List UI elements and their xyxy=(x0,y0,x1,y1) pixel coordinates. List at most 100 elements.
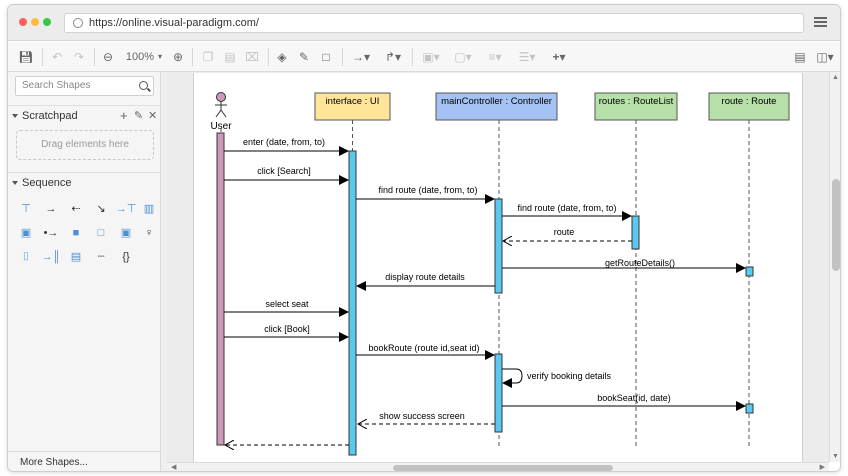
diagram-page: User interface : UI mainController : Con… xyxy=(193,73,803,462)
dotted-line-shape-icon[interactable]: ┈ xyxy=(97,251,105,263)
layout-panel-icon[interactable]: ◫▾ xyxy=(816,50,834,64)
close-window-dot[interactable] xyxy=(19,18,27,26)
create-message-shape-icon[interactable]: →║ xyxy=(41,251,61,263)
message-click-book[interactable]: click [Book] xyxy=(224,324,349,342)
copy-icon[interactable]: ❐ xyxy=(202,50,214,64)
lifeline-main-controller[interactable]: mainController : Controller xyxy=(435,92,558,121)
lifeline-shape-icon[interactable]: ⊤ xyxy=(21,203,31,215)
vertical-scrollbar[interactable]: ▲ ▼ xyxy=(829,72,840,462)
edit-icon[interactable]: ✎ xyxy=(134,110,144,122)
scroll-up-icon[interactable]: ▲ xyxy=(832,74,839,81)
minimize-window-dot[interactable] xyxy=(31,18,39,26)
class-shape-icon[interactable]: ▣ xyxy=(120,227,132,239)
actor-user[interactable]: User xyxy=(210,92,232,133)
return-message-shape-icon[interactable]: ⇠ xyxy=(71,203,81,215)
sidebar-splitter[interactable] xyxy=(161,72,167,471)
line-color-icon[interactable]: ✎ xyxy=(298,50,310,64)
zoom-dropdown-icon[interactable]: ▾ xyxy=(157,52,162,61)
found-message-shape-icon[interactable]: →⊤ xyxy=(115,203,137,215)
object-shape-icon[interactable]: ■ xyxy=(72,227,80,239)
activation-bar[interactable] xyxy=(494,198,503,294)
lifeline-routes[interactable]: routes : RouteList xyxy=(594,92,678,121)
search-icon[interactable] xyxy=(139,81,148,90)
activation-bar[interactable] xyxy=(494,353,503,433)
lifeline-interface-ui[interactable]: interface : UI xyxy=(314,92,391,121)
object-small-shape-icon[interactable]: □ xyxy=(97,227,105,239)
format-panel-icon[interactable]: ▤ xyxy=(794,50,806,64)
horizontal-scrollbar[interactable]: ◀ ▶ xyxy=(167,462,829,471)
align-icon[interactable]: ≡▾ xyxy=(488,50,502,64)
message-find-route-routes[interactable]: find route (date, from, to) xyxy=(502,203,632,221)
lifeline-label: route : Route xyxy=(722,96,777,107)
address-bar[interactable]: https://online.visual-paradigm.com/ xyxy=(64,13,804,33)
connector-icon[interactable]: →▾ xyxy=(351,50,371,64)
message-get-route-details[interactable]: getRouteDetails() xyxy=(502,258,746,273)
redo-icon[interactable]: ↷ xyxy=(73,50,85,64)
zoom-in-icon[interactable]: ⊕ xyxy=(172,50,184,64)
message-select-seat[interactable]: select seat xyxy=(224,299,349,317)
activation-bar[interactable] xyxy=(348,150,357,456)
message-book-route[interactable]: bookRoute (route id,seat id) xyxy=(356,343,495,360)
activation-shape-icon[interactable]: ▥ xyxy=(143,203,155,215)
actor-activation[interactable] xyxy=(216,132,225,446)
frame-shape-icon[interactable]: ▣ xyxy=(20,227,32,239)
message-verify-booking[interactable]: verify booking details xyxy=(502,368,612,388)
message-label: show success screen xyxy=(379,411,465,421)
message-label: click [Book] xyxy=(264,324,310,334)
message-label: verify booking details xyxy=(527,371,612,381)
to-front-icon[interactable]: ▣▾ xyxy=(422,50,440,64)
activation-bar[interactable] xyxy=(745,266,754,277)
boundary-shape-icon[interactable]: ⌷ xyxy=(22,251,30,263)
message-label: bookRoute (route id,seat id) xyxy=(368,343,479,353)
close-icon[interactable]: ✕ xyxy=(148,110,158,122)
shadow-icon[interactable]: □ xyxy=(322,50,330,64)
search-placeholder: Search Shapes xyxy=(22,80,91,91)
message-book-seat[interactable]: bookSeat(id, date) xyxy=(502,393,746,411)
actor-shape-icon[interactable]: ♀ xyxy=(144,227,154,239)
message-click-search[interactable]: click [Search] xyxy=(224,166,349,185)
sequence-header[interactable]: Sequence xyxy=(8,172,161,192)
zoom-level[interactable]: 100% xyxy=(125,51,155,63)
add-icon[interactable]: + xyxy=(120,108,128,123)
scratchpad-drop-zone[interactable]: Drag elements here xyxy=(16,130,154,160)
activation-bar[interactable] xyxy=(631,215,640,250)
distribute-icon[interactable]: ☰▾ xyxy=(518,50,536,64)
insert-icon[interactable]: +▾ xyxy=(552,50,566,64)
paste-icon[interactable]: ▤ xyxy=(224,50,236,64)
vertical-scroll-thumb[interactable] xyxy=(832,179,840,271)
browser-window: https://online.visual-paradigm.com/ 💾︎ ↶… xyxy=(7,4,841,472)
note-shape-icon[interactable]: ▤ xyxy=(70,251,82,263)
lifeline-route[interactable]: route : Route xyxy=(708,92,790,121)
sequence-shape-palette: ⊤ → ⇠ ↘ →⊤ ▥ ▣ •→ ■ □ ▣ ♀ ⌷ →║ ▤ ┈ {} xyxy=(8,192,161,274)
search-shapes-input[interactable]: Search Shapes xyxy=(15,76,154,96)
message-show-success[interactable]: show success screen xyxy=(358,411,495,424)
message-arrow-shape-icon[interactable]: → xyxy=(45,203,57,215)
message-label: find route (date, from, to) xyxy=(517,203,616,213)
browser-menu-icon[interactable] xyxy=(814,17,827,28)
zoom-out-icon[interactable]: ⊖ xyxy=(102,50,114,64)
maximize-window-dot[interactable] xyxy=(43,18,51,26)
scroll-down-icon[interactable]: ▼ xyxy=(832,453,839,460)
undo-icon[interactable]: ↶ xyxy=(51,50,63,64)
diagonal-message-shape-icon[interactable]: ↘ xyxy=(96,203,106,215)
scroll-right-icon[interactable]: ▶ xyxy=(819,464,825,471)
message-find-route[interactable]: find route (date, from, to) xyxy=(356,185,495,204)
message-display-route-details[interactable]: display route details xyxy=(356,272,495,291)
delete-icon[interactable]: ⌧ xyxy=(245,50,259,64)
scroll-left-icon[interactable]: ◀ xyxy=(171,464,177,471)
to-back-icon[interactable]: ▢▾ xyxy=(454,50,472,64)
horizontal-scroll-thumb[interactable] xyxy=(393,465,613,471)
fill-color-icon[interactable]: ◈ xyxy=(277,50,287,64)
more-shapes-link[interactable]: More Shapes... xyxy=(8,451,161,471)
message-label: bookSeat(id, date) xyxy=(597,393,671,403)
scratchpad-header[interactable]: Scratchpad + ✎ ✕ xyxy=(8,105,161,125)
message-enter[interactable]: enter (date, from, to) xyxy=(224,137,349,156)
async-message-shape-icon[interactable]: •→ xyxy=(43,227,59,239)
bracket-shape-icon[interactable]: {} xyxy=(122,251,130,263)
message-route-return[interactable]: route xyxy=(503,227,632,241)
waypoint-icon[interactable]: ↱▾ xyxy=(384,50,402,64)
activation-bar[interactable] xyxy=(745,403,754,414)
save-icon[interactable]: 💾︎ xyxy=(18,50,34,64)
message-label: enter (date, from, to) xyxy=(243,137,325,147)
diagram-canvas[interactable]: User interface : UI mainController : Con… xyxy=(167,72,829,462)
